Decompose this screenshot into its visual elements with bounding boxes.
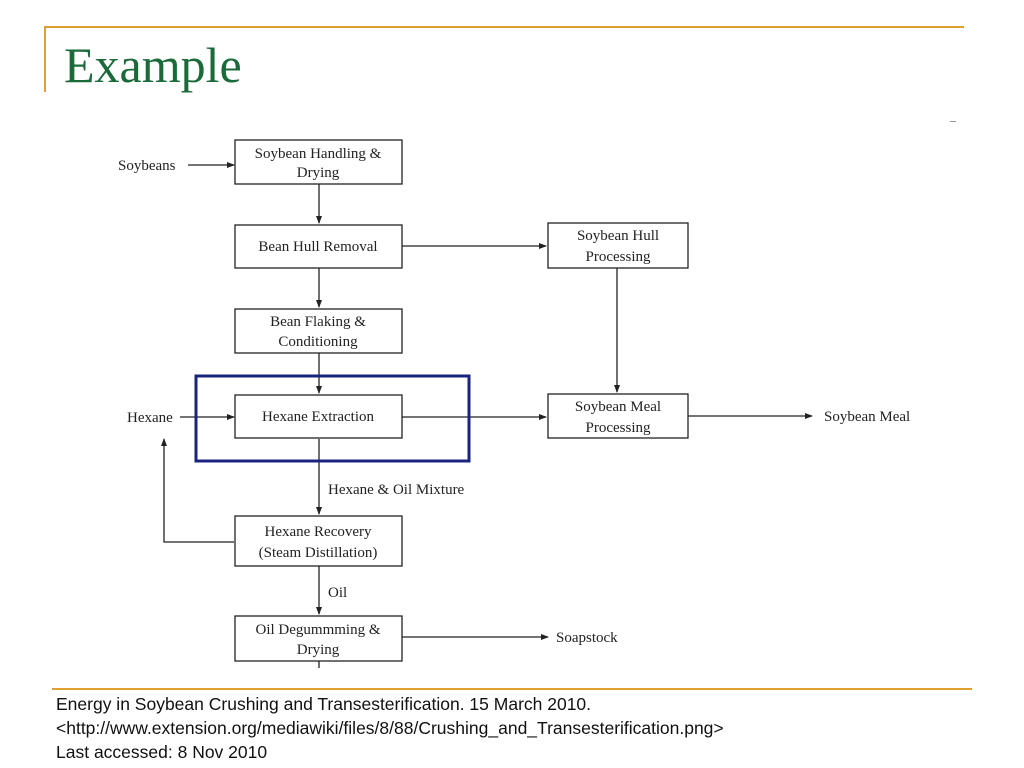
- flow-connectors: [161, 162, 813, 668]
- box-label-flaking-line2: Conditioning: [278, 334, 358, 350]
- output-label-soapstock: Soapstock: [556, 630, 618, 646]
- title-frame-left-rule: [44, 26, 46, 92]
- citation-line-accessed: Last accessed: 8 Nov 2010: [56, 742, 268, 762]
- box-soybean-meal-processing: [547, 393, 689, 439]
- box-label-handling-line2: Drying: [297, 165, 340, 181]
- citation-line-title: Energy in Soybean Crushing and Transeste…: [56, 694, 592, 714]
- box-soybean-handling: [234, 139, 403, 185]
- box-label-flaking-line1: Bean Flaking &: [270, 314, 366, 330]
- box-label-recovery-line2: (Steam Distillation): [259, 545, 378, 561]
- title-frame-top-rule: [44, 26, 964, 28]
- arrow-recovery-return-to-hexane: [161, 438, 234, 543]
- box-label-handling-line1: Soybean Handling &: [255, 146, 382, 162]
- box-label-meal-processing-line1: Soybean Meal: [575, 399, 661, 415]
- box-label-hull-removal: Bean Hull Removal: [258, 239, 377, 255]
- slide-title: Example: [64, 37, 242, 93]
- citation-line-url: <http://www.extension.org/mediawiki/file…: [56, 718, 724, 738]
- box-label-degumming-line2: Drying: [297, 642, 340, 658]
- box-hexane-extraction: [234, 394, 403, 439]
- box-soybean-hull-processing: [547, 222, 689, 269]
- citation-separator-rule: [52, 688, 972, 690]
- input-label-soybeans: Soybeans: [118, 158, 176, 174]
- box-label-meal-processing-line2: Processing: [586, 420, 651, 436]
- box-bean-flaking: [234, 308, 403, 354]
- box-hexane-recovery: [234, 515, 403, 567]
- box-label-hull-processing-line1: Soybean Hull: [577, 228, 659, 244]
- highlight-frame-extraction: [194, 374, 471, 463]
- box-label-recovery-line1: Hexane Recovery: [264, 524, 372, 540]
- flow-label-oil: Oil: [328, 585, 347, 601]
- input-label-hexane: Hexane: [127, 410, 173, 426]
- box-label-hull-processing-line2: Processing: [586, 249, 651, 265]
- box-label-extraction: Hexane Extraction: [262, 409, 375, 425]
- process-flow-diagram: Soybeans Hexane Soybean Meal Soapstock H…: [118, 139, 910, 668]
- box-label-degumming-line1: Oil Degummming &: [256, 622, 381, 638]
- box-bean-hull-removal: [234, 224, 403, 269]
- output-label-soybean-meal: Soybean Meal: [824, 409, 910, 425]
- box-oil-degumming: [234, 615, 403, 662]
- corner-mark: [950, 121, 956, 122]
- flow-label-hexane-oil-mixture: Hexane & Oil Mixture: [328, 482, 465, 498]
- source-citation: Energy in Soybean Crushing and Transeste…: [56, 692, 996, 764]
